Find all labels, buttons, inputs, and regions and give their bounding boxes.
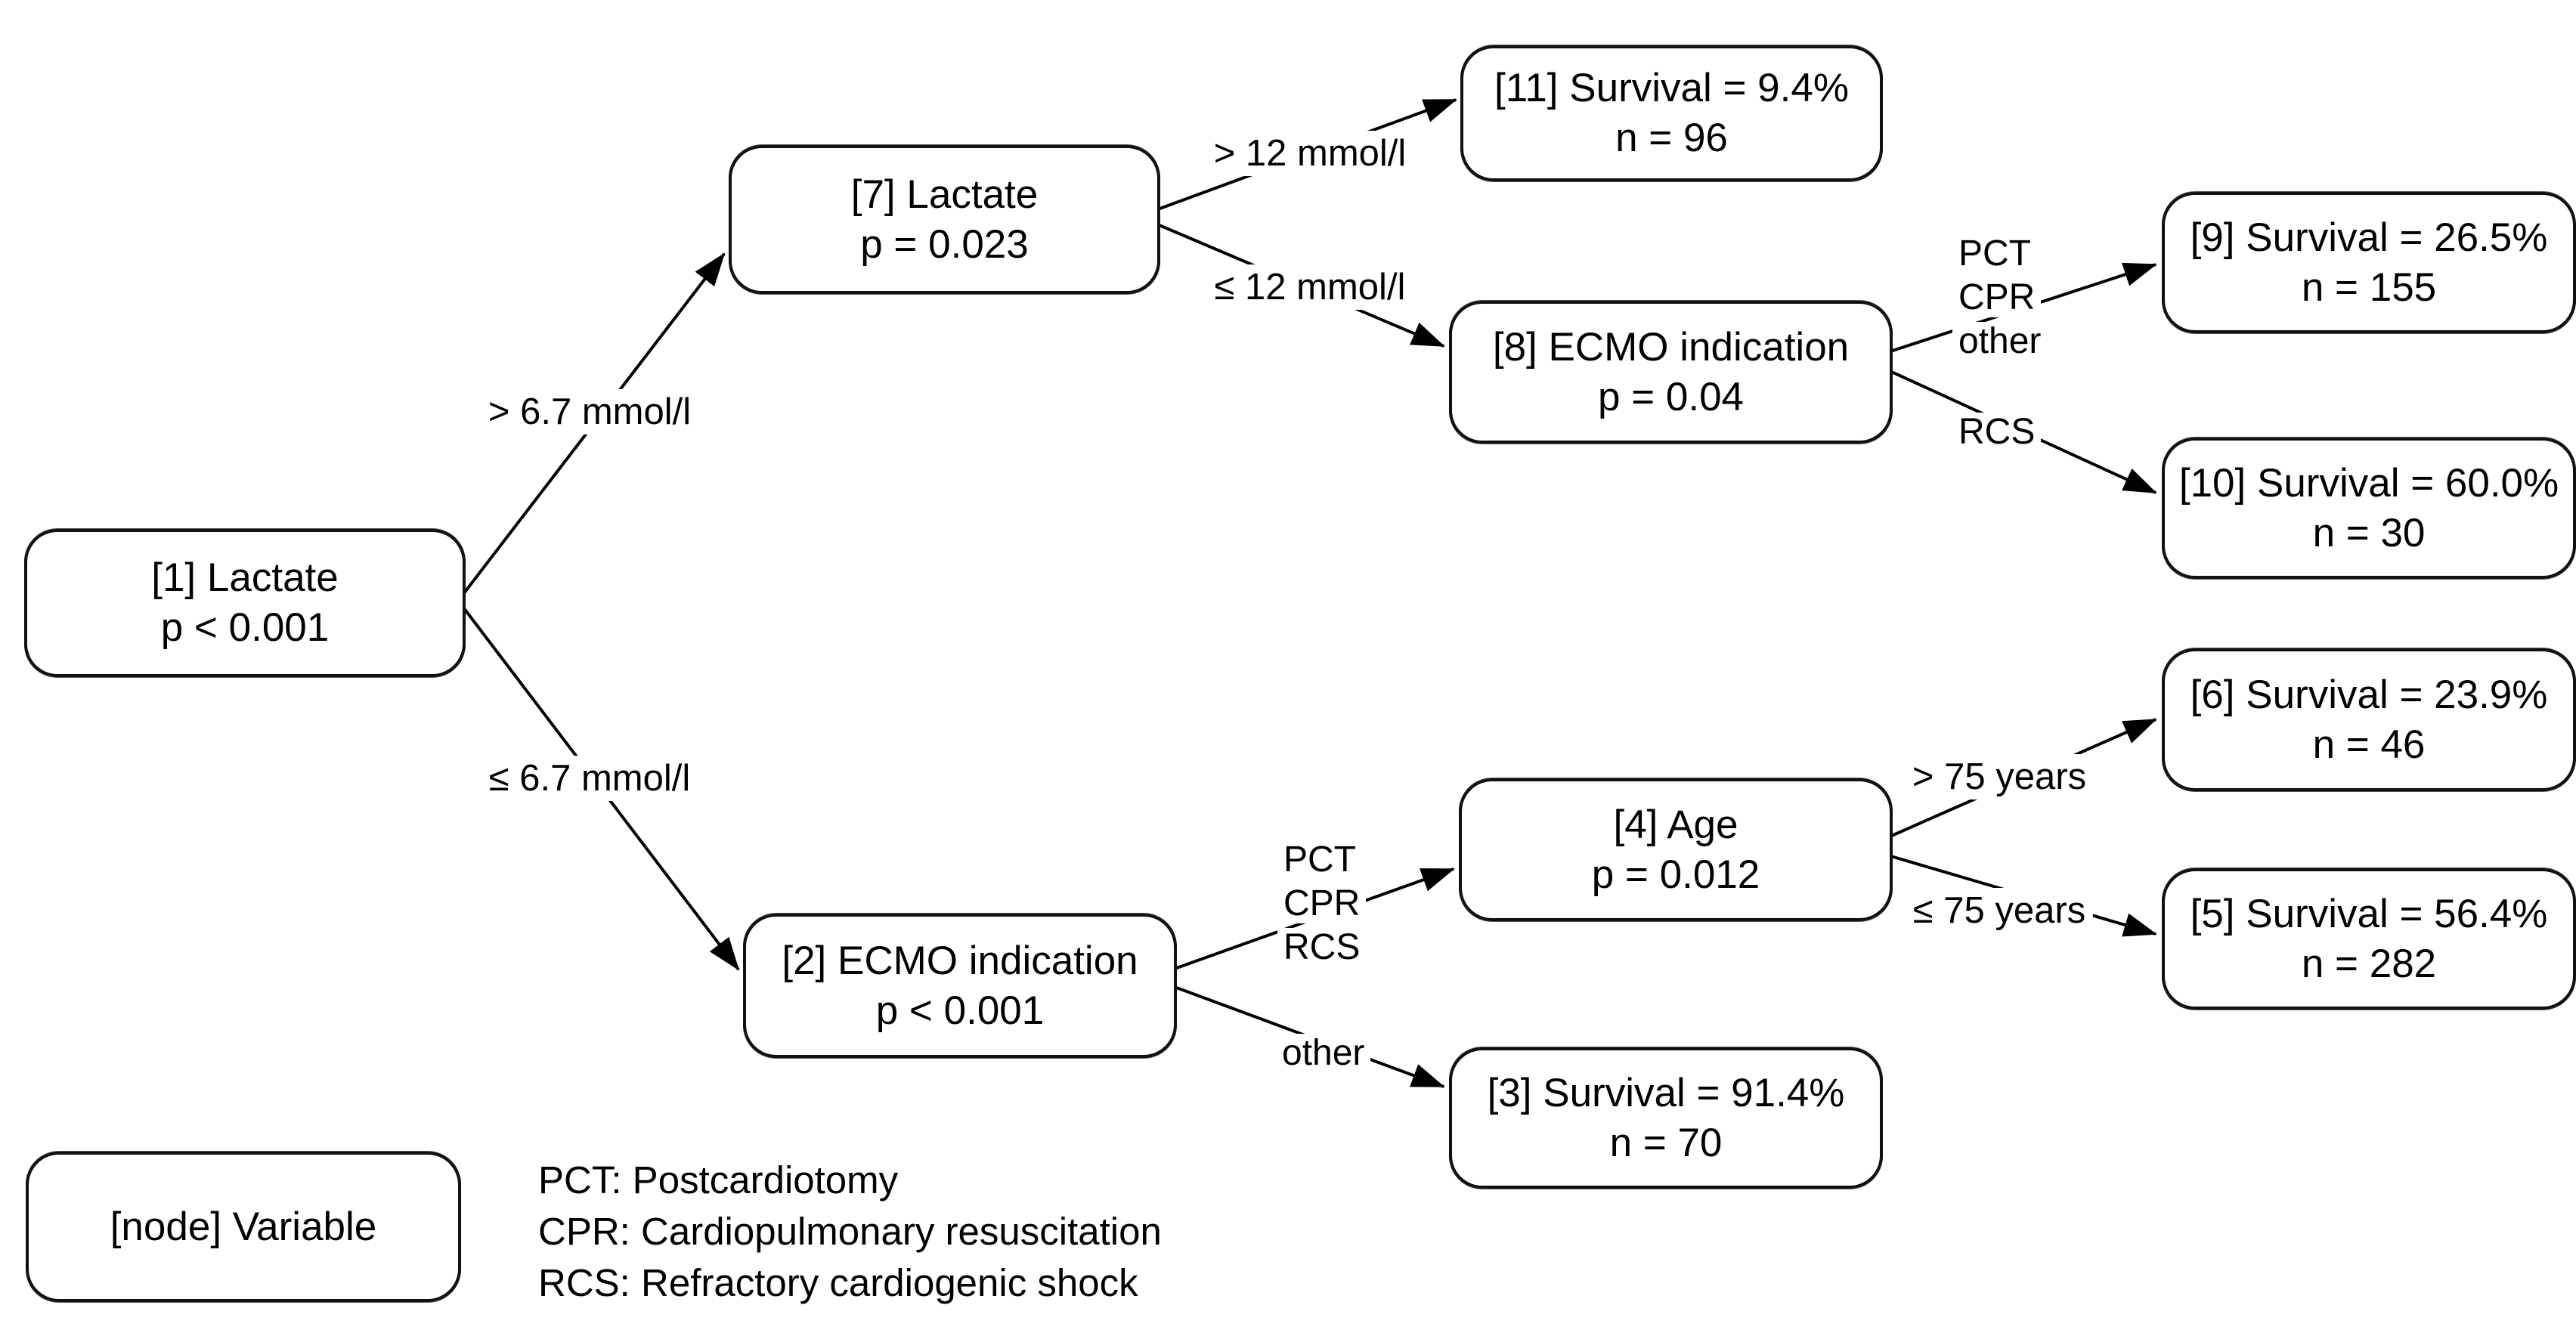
- node-5-survival-rate: [5] Survival = 56.4%: [2190, 891, 2548, 936]
- branch-label-le-6-7: ≤ 6.7 mmol/l: [481, 756, 698, 801]
- node-8-pvalue: p = 0.04: [1597, 374, 1745, 419]
- node-10-count: n = 30: [2312, 510, 2426, 555]
- legend-abbreviations: PCT: Postcardiotomy CPR: Cardiopulmonary…: [538, 1155, 1162, 1309]
- legend-abbr-cpr: CPR: Cardiopulmonary resuscitation: [538, 1210, 1162, 1253]
- node-10-survival-rate: [10] Survival = 60.0%: [2178, 460, 2559, 506]
- node-3-survival-rate: [3] Survival = 91.4%: [1487, 1070, 1845, 1115]
- node-10-survival: [10] Survival = 60.0% n = 30: [2162, 438, 2576, 579]
- legend-abbr-rcs: RCS: Refractory cardiogenic shock: [538, 1261, 1138, 1304]
- node-9-survival-rate: [9] Survival = 26.5%: [2190, 215, 2548, 260]
- node-7-lactate: [7] Lactate p = 0.023: [729, 145, 1160, 294]
- branch-label-pct-cpr-other: PCT CPR other: [1952, 234, 2048, 366]
- node-2-variable: [2] ECMO indication: [782, 938, 1138, 983]
- node-6-count: n = 46: [2312, 722, 2426, 767]
- node-6-survival: [6] Survival = 23.9% n = 46: [2162, 648, 2576, 791]
- branch-label-le-12: ≤ 12 mmol/l: [1206, 264, 1413, 310]
- branch-label-gt-6-7: > 6.7 mmol/l: [480, 389, 699, 435]
- node-2-ecmo-indication: [2] ECMO indication p < 0.001: [743, 914, 1177, 1058]
- branch-label-rcs-2: RCS: [1277, 928, 1367, 967]
- branch-label-le-75: ≤ 75 years: [1905, 888, 2094, 933]
- node-5-survival: [5] Survival = 56.4% n = 282: [2162, 868, 2576, 1010]
- legend-abbr-pct: PCT: Postcardiotomy: [538, 1158, 899, 1201]
- node-2-pvalue: p < 0.001: [875, 988, 1045, 1033]
- node-3-survival: [3] Survival = 91.4% n = 70: [1449, 1047, 1883, 1189]
- branch-label-other-2: other: [1276, 1034, 1371, 1078]
- branch-label-other: other: [1952, 322, 2048, 361]
- legend-node-box: [node] Variable: [26, 1152, 461, 1302]
- branch-label-pct: PCT: [1952, 234, 2037, 274]
- node-5-count: n = 282: [2301, 941, 2437, 986]
- node-4-pvalue: p = 0.012: [1591, 852, 1760, 897]
- node-8-variable: [8] ECMO indication: [1492, 324, 1850, 370]
- branch-label-gt-75: > 75 years: [1904, 754, 2095, 799]
- legend-node-box-label: [node] Variable: [110, 1204, 377, 1249]
- node-8-ecmo-indication: [8] ECMO indication p = 0.04: [1449, 301, 1893, 444]
- node-1-variable: [1] Lactate: [151, 555, 339, 600]
- node-9-count: n = 155: [2301, 264, 2437, 310]
- branch-label-pct-cpr-rcs: PCT CPR RCS: [1277, 840, 1367, 972]
- branch-label-other-2-text: other: [1276, 1034, 1371, 1073]
- node-7-pvalue: p = 0.023: [860, 221, 1029, 267]
- branch-label-rcs: RCS: [1952, 413, 2042, 456]
- branch-label-gt-12: > 12 mmol/l: [1206, 131, 1414, 176]
- node-1-lactate: [1] Lactate p < 0.001: [24, 529, 466, 677]
- branch-label-cpr-2: CPR: [1277, 884, 1367, 923]
- node-4-variable: [4] Age: [1613, 802, 1738, 847]
- node-3-count: n = 70: [1609, 1120, 1723, 1165]
- node-11-count: n = 96: [1615, 116, 1728, 160]
- branch-label-rcs-text: RCS: [1952, 413, 2042, 452]
- node-1-pvalue: p < 0.001: [160, 605, 330, 650]
- node-7-variable: [7] Lactate: [850, 172, 1039, 217]
- node-9-survival: [9] Survival = 26.5% n = 155: [2162, 192, 2576, 333]
- branch-label-pct-2: PCT: [1277, 840, 1362, 880]
- node-4-age: [4] Age p = 0.012: [1459, 778, 1893, 921]
- node-11-survival-rate: [11] Survival = 9.4%: [1494, 66, 1849, 110]
- node-11-survival: [11] Survival = 9.4% n = 96: [1460, 45, 1883, 181]
- branch-label-cpr: CPR: [1952, 278, 2042, 317]
- node-6-survival-rate: [6] Survival = 23.9%: [2190, 672, 2548, 717]
